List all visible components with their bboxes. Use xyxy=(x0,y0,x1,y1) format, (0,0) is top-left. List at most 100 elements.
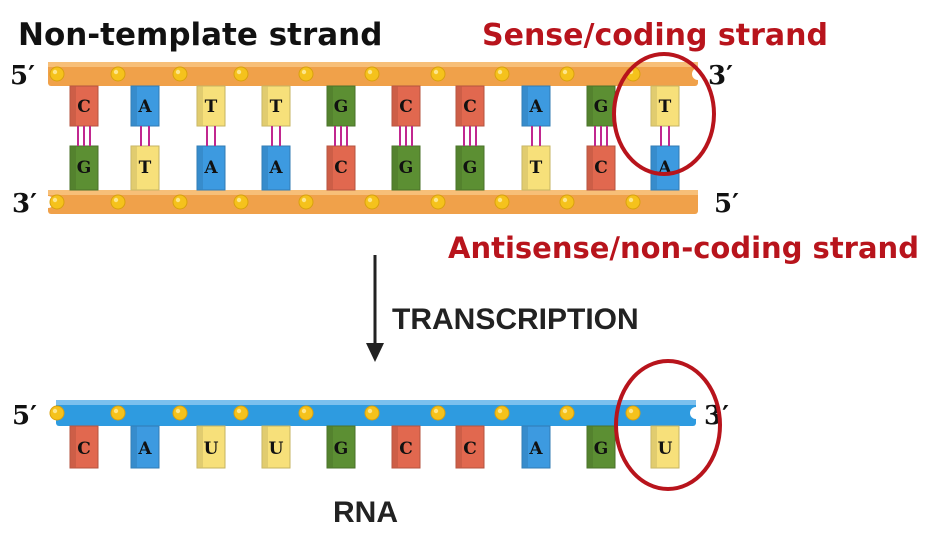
top-base-7-shade xyxy=(456,86,462,126)
bottom-phosphate-7-shine xyxy=(433,197,439,203)
top-phosphate-9-shine xyxy=(562,69,568,75)
top-base-3: T xyxy=(196,85,226,127)
highlight-ellipse-dna xyxy=(612,52,716,176)
top-base-4: T xyxy=(261,85,291,127)
rna-phosphate-4 xyxy=(233,405,249,421)
top-phosphate-6 xyxy=(364,66,380,82)
rna-base-9: G xyxy=(586,425,616,469)
top-base-5: G xyxy=(326,85,356,127)
bottom-base-9-letter: C xyxy=(594,158,608,178)
rna-base-6-shade xyxy=(392,426,398,468)
rna-base-4: U xyxy=(261,425,291,469)
rna-base-8-shade xyxy=(522,426,528,468)
bottom-base-6-shade xyxy=(392,146,398,190)
rna-phosphate-2 xyxy=(110,405,126,421)
bottom-base-10-shade xyxy=(651,146,657,190)
rna-phosphate-9-shine xyxy=(562,408,568,414)
bottom-base-1: G xyxy=(69,145,99,191)
rna-backbone-notch xyxy=(690,407,702,419)
top-base-10-shade xyxy=(651,86,657,126)
bottom-base-4-shade xyxy=(262,146,268,190)
top-base-6-shade xyxy=(392,86,398,126)
top-base-4-letter: T xyxy=(270,97,283,117)
bottom-base-8: T xyxy=(521,145,551,191)
bottom-base-9: C xyxy=(586,145,616,191)
bottom-phosphate-8 xyxy=(494,194,510,210)
bottom-phosphate-3-shine xyxy=(175,197,181,203)
top-base-8: A xyxy=(521,85,551,127)
non-template-strand-label: Non-template strand xyxy=(18,17,382,53)
rna-base-10: U xyxy=(650,425,680,469)
rna-base-3-letter: U xyxy=(204,439,219,459)
rna-base-10-letter: U xyxy=(658,439,673,459)
bottom-base-2-shade xyxy=(131,146,137,190)
bottom-base-7-letter: G xyxy=(463,158,478,178)
bottom-base-6: G xyxy=(391,145,421,191)
bottom-base-6-letter: G xyxy=(399,158,414,178)
rna-left-end-label: 5′ xyxy=(12,401,37,431)
rna-base-9-letter: G xyxy=(594,439,609,459)
rna-base-7-shade xyxy=(456,426,462,468)
top-base-6-letter: C xyxy=(399,97,413,117)
rna-base-1-shade xyxy=(70,426,76,468)
rna-base-1: C xyxy=(69,425,99,469)
top-phosphate-4 xyxy=(233,66,249,82)
top-phosphate-6-shine xyxy=(367,69,373,75)
bottom-base-3-shade xyxy=(197,146,203,190)
bottom-phosphate-2-shine xyxy=(113,197,119,203)
bottom-base-3: A xyxy=(196,145,226,191)
top-phosphate-2-shine xyxy=(113,69,119,75)
top-phosphate-7 xyxy=(430,66,446,82)
rna-phosphate-5-shine xyxy=(301,408,307,414)
top-base-2-shade xyxy=(131,86,137,126)
top-base-7: C xyxy=(455,85,485,127)
top-phosphate-4-shine xyxy=(236,69,242,75)
transcription-arrow xyxy=(366,255,384,362)
rna-phosphate-8 xyxy=(494,405,510,421)
bottom-base-5: C xyxy=(326,145,356,191)
bottom-base-5-letter: C xyxy=(334,158,348,178)
rna-base-3-shade xyxy=(197,426,203,468)
rna-phosphates xyxy=(49,405,641,421)
rna-phosphate-10 xyxy=(625,405,641,421)
rna-phosphate-9 xyxy=(559,405,575,421)
bottom-phosphate-8-shine xyxy=(497,197,503,203)
bottom-base-1-shade xyxy=(70,146,76,190)
rna-phosphate-3 xyxy=(172,405,188,421)
bottom-base-8-shade xyxy=(522,146,528,190)
top-base-8-letter: A xyxy=(528,97,543,117)
highlight-ellipse-rna xyxy=(614,359,722,491)
rna-base-3: U xyxy=(196,425,226,469)
bottom-phosphate-1 xyxy=(49,194,65,210)
rna-phosphate-7 xyxy=(430,405,446,421)
bottom-right-end-label: 5′ xyxy=(714,189,739,219)
bottom-base-7-shade xyxy=(456,146,462,190)
bottom-phosphate-5-shine xyxy=(301,197,307,203)
rna-base-10-shade xyxy=(651,426,657,468)
rna-backbone-highlight xyxy=(56,400,696,405)
rna-base-8-letter: A xyxy=(528,439,543,459)
bottom-backbone-highlight xyxy=(48,190,698,195)
rna-base-2: A xyxy=(130,425,160,469)
bottom-phosphate-4 xyxy=(233,194,249,210)
top-base-6: C xyxy=(391,85,421,127)
bottom-phosphate-1-shine xyxy=(52,197,58,203)
bottom-phosphate-10 xyxy=(625,194,641,210)
rna-phosphate-1-shine xyxy=(52,408,58,414)
rna-phosphate-4-shine xyxy=(236,408,242,414)
transcription-label: TRANSCRIPTION xyxy=(392,303,639,336)
top-base-10-letter: T xyxy=(659,97,672,117)
rna-base-4-shade xyxy=(262,426,268,468)
top-base-3-letter: T xyxy=(205,97,218,117)
bottom-phosphate-3 xyxy=(172,194,188,210)
rna-base-9-shade xyxy=(587,426,593,468)
top-phosphate-2 xyxy=(110,66,126,82)
rna-base-6: C xyxy=(391,425,421,469)
rna-phosphate-7-shine xyxy=(433,408,439,414)
top-phosphate-7-shine xyxy=(433,69,439,75)
rna-phosphate-6-shine xyxy=(367,408,373,414)
top-phosphate-5-shine xyxy=(301,69,307,75)
